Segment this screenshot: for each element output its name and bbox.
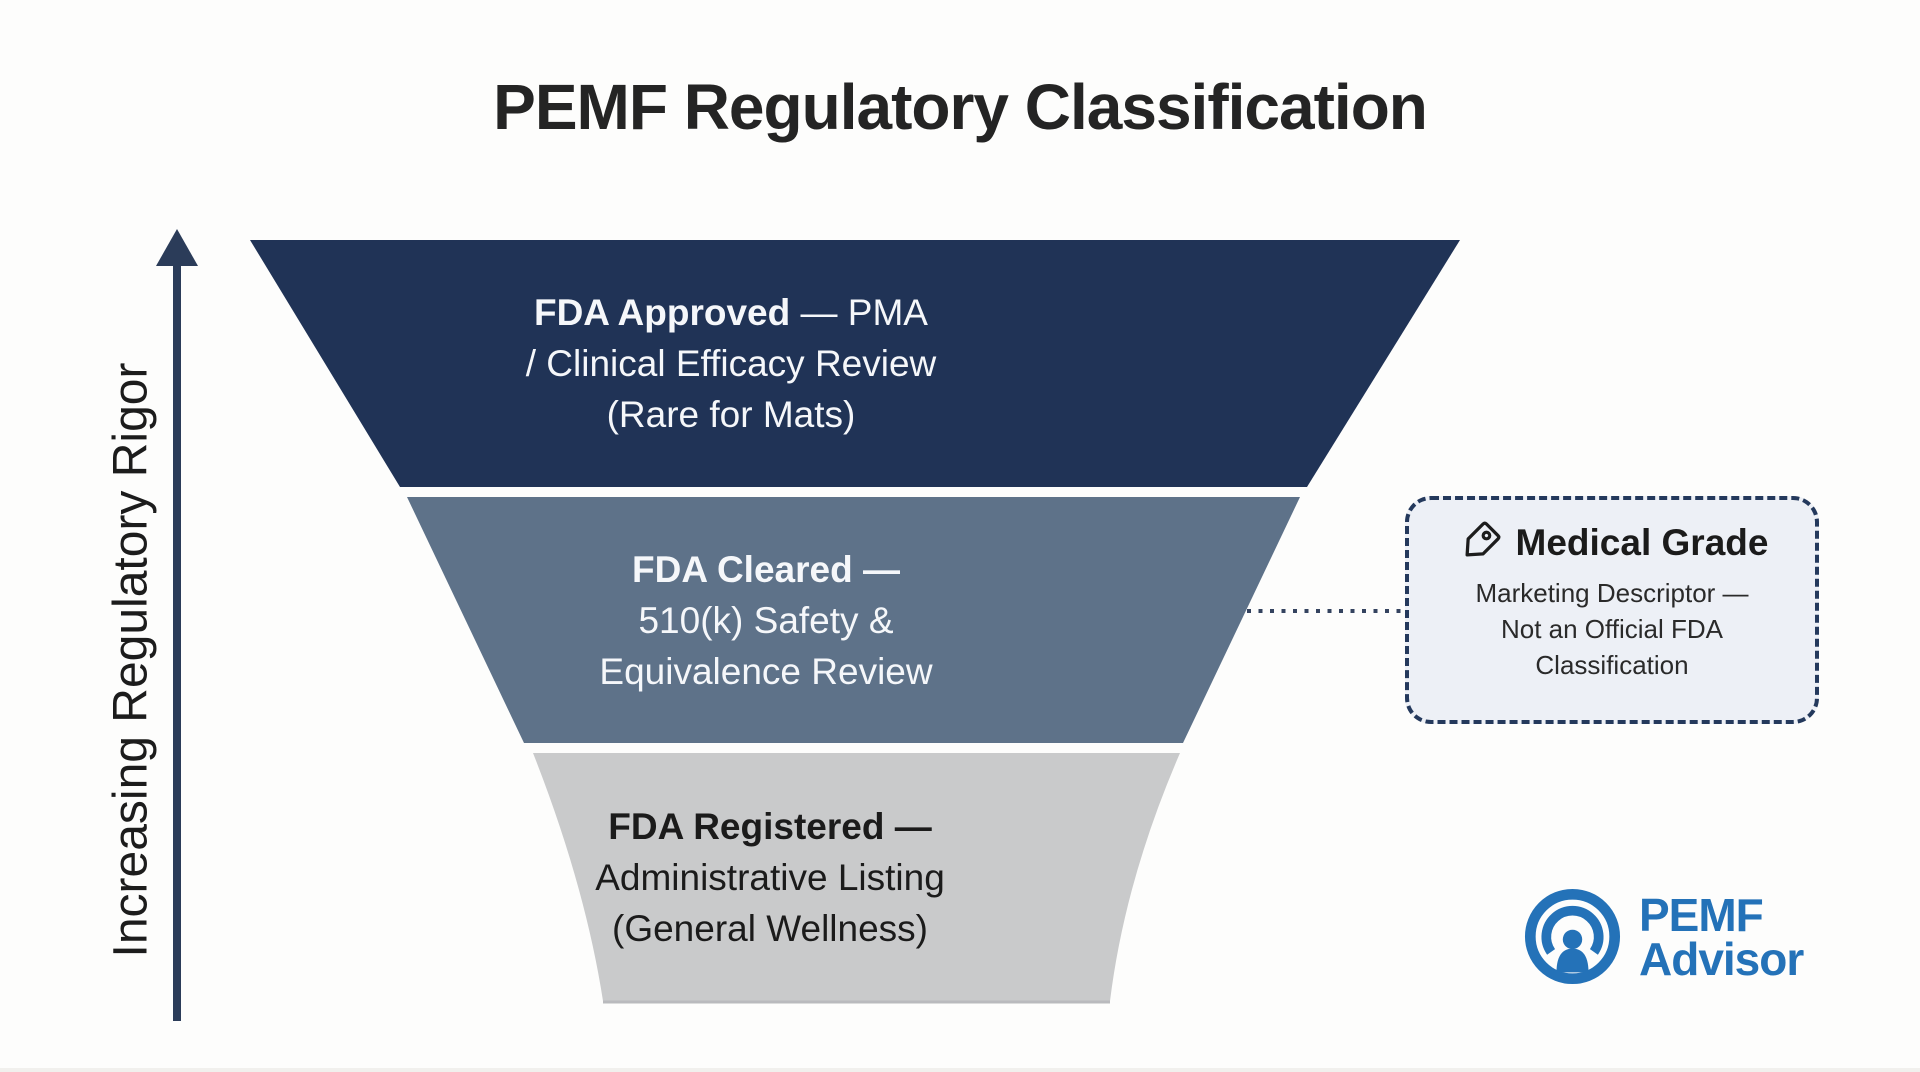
callout-body-line: Classification [1535, 650, 1689, 680]
callout-body-line: Not an Official FDA [1500, 614, 1724, 644]
medical-grade-callout: Medical Grade Marketing Descriptor — Not… [1405, 496, 1819, 724]
logo-word-top: PEMF [1639, 888, 1764, 941]
funnel-tier-registered-label: FDA Registered — Administrative Listing … [320, 753, 1220, 1001]
tier-label-bold: FDA Cleared — [632, 548, 900, 590]
tier-label-line: (Rare for Mats) [606, 394, 856, 435]
callout-body-line: Marketing Descriptor — [1475, 578, 1749, 608]
tier-label-line: FDA Cleared — [632, 544, 900, 595]
callout-header: Medical Grade [1456, 520, 1769, 566]
tier-label-line: FDA Approved — PMA [534, 287, 928, 338]
tier-label-line: 510(k) Safety & [638, 599, 894, 641]
tier-label-line: Administrative Listing [595, 856, 945, 898]
funnel-tier-cleared-label: FDA Cleared — 510(k) Safety & Equivalenc… [316, 497, 1216, 743]
funnel-tier-approved-shape [250, 240, 1460, 487]
funnel-tier-cleared-shape [407, 497, 1300, 743]
page-title: PEMF Regulatory Classification [493, 71, 1428, 143]
tag-icon [1465, 521, 1500, 557]
pemf-advisor-logo-icon [1524, 888, 1621, 985]
callout-body: Marketing Descriptor — Not an Official F… [1475, 575, 1748, 683]
tier-label-line: Equivalence Review [599, 650, 933, 692]
rigor-arrow-head [156, 229, 198, 266]
bottom-edge-line [0, 1068, 1920, 1072]
funnel-tier-approved-label: FDA Approved — PMA / Clinical Efficacy R… [281, 240, 1181, 487]
rigor-axis-label: Increasing Regulatory Rigor [104, 362, 158, 958]
tier-label-line: (General Wellness) [612, 907, 928, 949]
tier-label-bold: FDA Registered — [608, 805, 932, 847]
callout-title: Medical Grade [1515, 522, 1769, 563]
pemf-advisor-logo-text: PEMF Advisor [1639, 888, 1804, 985]
funnel-tier-registered-shape [533, 753, 1180, 1001]
tier-label-bold: FDA Approved [533, 292, 791, 333]
logo-word-bottom: Advisor [1639, 932, 1804, 985]
tier-label-rest: — PMA [790, 292, 928, 333]
pemf-advisor-logo: PEMF Advisor [1524, 888, 1804, 985]
tier-label-line: FDA Registered — [608, 801, 931, 852]
tier-label-line: / Clinical Efficacy Review [525, 343, 937, 384]
